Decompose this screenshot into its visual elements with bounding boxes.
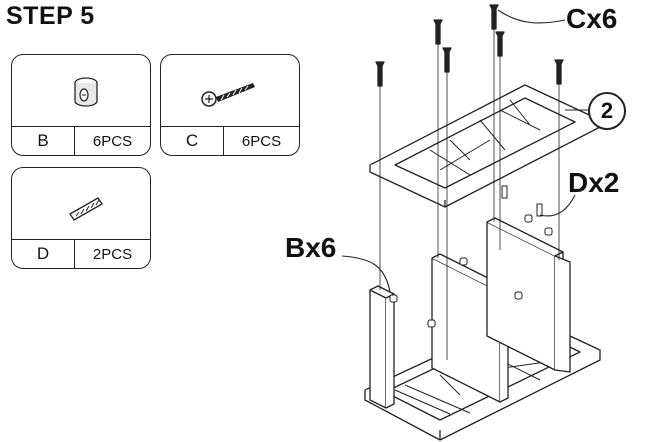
part-card-b: B 6PCS [11, 54, 151, 156]
step-marker: 2 [588, 92, 626, 130]
dowel-icon [12, 168, 150, 240]
part-letter: B [12, 127, 75, 155]
screw-icon [161, 55, 299, 127]
dowel-callout: Dx2 [568, 167, 620, 198]
cam-fittings [389, 214, 553, 328]
step-title: STEP 5 [6, 2, 95, 30]
part-quantity: 6PCS [92, 132, 133, 150]
dowels [501, 185, 543, 217]
screw-callout: Cx6 [566, 3, 618, 34]
left-end-panel [369, 285, 395, 409]
part-card-d: D 2PCS [11, 167, 151, 269]
part-letter: C [161, 127, 224, 155]
top-frame [369, 84, 601, 208]
cam-callout: Bx6 [285, 232, 337, 263]
part-quantity: 2PCS [92, 245, 133, 263]
part-quantity: 6PCS [241, 132, 282, 150]
part-letter: D [12, 240, 75, 268]
part-card-c: C 6PCS [160, 54, 300, 156]
leader-lines [341, 9, 590, 293]
alignment-lines [379, 29, 560, 360]
screws [375, 4, 564, 87]
cam-lock-icon [12, 55, 150, 127]
